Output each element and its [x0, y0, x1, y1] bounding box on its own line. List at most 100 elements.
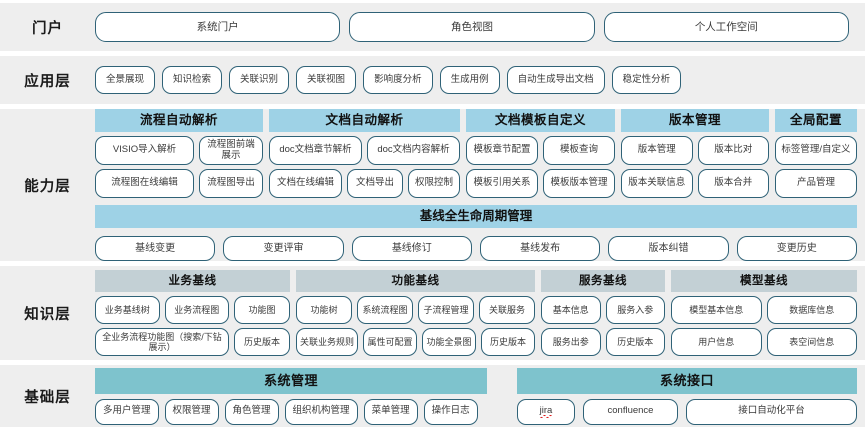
base-item-org-structure-mgmt[interactable]: 组织机构管理	[284, 398, 358, 425]
capability-item-version-relation-info[interactable]: 版本关联信息	[621, 169, 693, 198]
capability-group-2: 文档模板自定义 模板章节配置 模板查询 模板引用关系 模板版本管理	[466, 109, 615, 198]
knowledge-item-basic-info[interactable]: 基本信息	[541, 296, 601, 324]
row-capability-body: 流程自动解析 VISIO导入解析 流程图前端展示 流程图在线编辑 流程图导出 文…	[95, 109, 865, 261]
row-knowledge-label: 知识层	[24, 306, 71, 323]
knowledge-item-tablespace-info[interactable]: 表空间信息	[766, 328, 857, 356]
capability-group-0-row1: VISIO导入解析 流程图前端展示	[95, 136, 263, 165]
baseline-lifecycle-items: 基线变更 变更评审 基线修订 基线发布 版本纠错 变更历史	[95, 236, 857, 261]
capability-group-1-row2: 文档在线编辑 文档导出 权限控制	[269, 169, 460, 198]
knowledge-item-business-flow-chart[interactable]: 业务流程图	[164, 296, 229, 324]
knowledge-item-user-info[interactable]: 用户信息	[671, 328, 762, 356]
capability-item-template-version-mgmt[interactable]: 模板版本管理	[543, 169, 615, 198]
base-item-interface-automation-platform[interactable]: 接口自动化平台	[686, 398, 857, 425]
capability-item-version-compare[interactable]: 版本比对	[697, 136, 769, 165]
portal-items: 系统门户 角色视图 个人工作空间	[95, 12, 857, 42]
capability-item-version-merge[interactable]: 版本合并	[697, 169, 769, 198]
row-portal: 门户 系统门户 角色视图 个人工作空间	[0, 3, 865, 51]
capability-item-doc-content-parse[interactable]: doc文档内容解析	[367, 136, 460, 165]
base-item-menu-mgmt[interactable]: 菜单管理	[363, 398, 418, 425]
knowledge-group-0-title: 业务基线	[95, 270, 290, 292]
row-capability: 能力层 流程自动解析 VISIO导入解析 流程图前端展示 流程图在线编辑 流程图…	[0, 109, 865, 261]
application-item-4[interactable]: 影响度分析	[363, 66, 433, 94]
capability-group-2-title: 文档模板自定义	[466, 109, 615, 132]
knowledge-item-function-tree[interactable]: 功能树	[296, 296, 352, 324]
jira-label: jira	[539, 404, 553, 419]
capability-item-flow-export[interactable]: 流程图导出	[199, 169, 263, 198]
base-item-permission-mgmt[interactable]: 权限管理	[164, 398, 219, 425]
baseline-item-2[interactable]: 基线修订	[351, 236, 472, 261]
knowledge-group-1-row1: 功能树 系统流程图 子流程管理 关联服务	[296, 296, 535, 324]
knowledge-item-related-business-rule[interactable]: 关联业务规则	[296, 328, 359, 356]
knowledge-item-history-version-function[interactable]: 历史版本	[481, 328, 536, 356]
knowledge-group-3: 模型基线 模型基本信息 数据库信息 用户信息 表空间信息	[671, 270, 857, 356]
capability-item-product-mgmt[interactable]: 产品管理	[775, 169, 857, 198]
application-item-6[interactable]: 自动生成导出文档	[506, 66, 605, 94]
capability-group-0: 流程自动解析 VISIO导入解析 流程图前端展示 流程图在线编辑 流程图导出	[95, 109, 263, 198]
knowledge-group-2-row1: 基本信息 服务入参	[541, 296, 665, 324]
capability-item-template-query[interactable]: 模板查询	[543, 136, 615, 165]
knowledge-group-2-row2: 服务出参 历史版本	[541, 328, 665, 356]
capability-group-3-row1: 版本管理 版本比对	[621, 136, 769, 165]
capability-item-doc-chapter-parse[interactable]: doc文档章节解析	[269, 136, 362, 165]
capability-group-2-row2: 模板引用关系 模板版本管理	[466, 169, 615, 198]
capability-item-version-mgmt[interactable]: 版本管理	[621, 136, 693, 165]
knowledge-item-related-service[interactable]: 关联服务	[479, 296, 535, 324]
base-item-jira[interactable]: jira	[517, 398, 575, 425]
capability-item-tag-mgmt-custom[interactable]: 标签管理/自定义	[775, 136, 857, 165]
knowledge-item-model-basic-info[interactable]: 模型基本信息	[671, 296, 762, 324]
knowledge-group-1: 功能基线 功能树 系统流程图 子流程管理 关联服务 关联业务规则 属性可配置 功…	[296, 270, 536, 356]
baseline-item-0[interactable]: 基线变更	[95, 236, 216, 261]
portal-item-0[interactable]: 系统门户	[95, 12, 341, 42]
base-item-role-mgmt[interactable]: 角色管理	[224, 398, 279, 425]
application-item-2[interactable]: 关联识别	[229, 66, 290, 94]
row-application-label: 应用层	[24, 73, 71, 90]
capability-item-permission-control[interactable]: 权限控制	[408, 169, 460, 198]
knowledge-item-service-output-param[interactable]: 服务出参	[541, 328, 601, 356]
base-item-confluence[interactable]: confluence	[583, 398, 678, 425]
knowledge-group-2: 服务基线 基本信息 服务入参 服务出参 历史版本	[541, 270, 665, 356]
knowledge-item-database-info[interactable]: 数据库信息	[766, 296, 857, 324]
knowledge-item-history-version-business[interactable]: 历史版本	[234, 328, 290, 356]
knowledge-group-3-row1: 模型基本信息 数据库信息	[671, 296, 857, 324]
knowledge-item-system-flow-chart[interactable]: 系统流程图	[357, 296, 413, 324]
capability-item-doc-export[interactable]: 文档导出	[347, 169, 403, 198]
knowledge-group-2-title: 服务基线	[541, 270, 665, 292]
capability-item-doc-online-edit[interactable]: 文档在线编辑	[269, 169, 342, 198]
base-item-operation-log[interactable]: 操作日志	[423, 398, 478, 425]
capability-item-visio-import-parse[interactable]: VISIO导入解析	[95, 136, 194, 165]
base-group-1-title: 系统接口	[517, 367, 857, 394]
knowledge-item-attribute-configurable[interactable]: 属性可配置	[363, 328, 418, 356]
portal-item-1[interactable]: 角色视图	[349, 12, 595, 42]
knowledge-item-function-chart[interactable]: 功能图	[234, 296, 290, 324]
knowledge-item-subflow-mgmt[interactable]: 子流程管理	[418, 296, 474, 324]
application-item-5[interactable]: 生成用例	[439, 66, 500, 94]
knowledge-item-full-business-flow-function-chart[interactable]: 全业务流程功能图（搜索/下钻展示）	[95, 328, 229, 356]
portal-item-2[interactable]: 个人工作空间	[603, 12, 849, 42]
base-groups: 系统管理 多用户管理 权限管理 角色管理 组织机构管理 菜单管理 操作日志 系统…	[95, 367, 857, 425]
application-item-1[interactable]: 知识检索	[162, 66, 223, 94]
baseline-item-1[interactable]: 变更评审	[223, 236, 344, 261]
capability-item-flow-frontend-display[interactable]: 流程图前端展示	[199, 136, 263, 165]
knowledge-item-function-panorama[interactable]: 功能全景图	[422, 328, 477, 356]
knowledge-item-service-input-param[interactable]: 服务入参	[605, 296, 665, 324]
baseline-item-4[interactable]: 版本纠错	[608, 236, 729, 261]
baseline-item-3[interactable]: 基线发布	[479, 236, 601, 261]
row-base: 基础层 系统管理 多用户管理 权限管理 角色管理 组织机构管理 菜单管理 操作日…	[0, 365, 865, 427]
baseline-item-5[interactable]: 变更历史	[736, 236, 857, 261]
knowledge-groups: 业务基线 业务基线树 业务流程图 功能图 全业务流程功能图（搜索/下钻展示） 历…	[95, 270, 857, 356]
capability-item-template-reference[interactable]: 模板引用关系	[466, 169, 538, 198]
knowledge-group-1-title: 功能基线	[296, 270, 535, 292]
base-group-0-title: 系统管理	[95, 367, 487, 394]
capability-group-3-row2: 版本关联信息 版本合并	[621, 169, 769, 198]
capability-item-flow-online-edit[interactable]: 流程图在线编辑	[95, 169, 194, 198]
knowledge-group-0-row2: 全业务流程功能图（搜索/下钻展示） 历史版本	[95, 328, 290, 356]
capability-item-template-chapter-config[interactable]: 模板章节配置	[466, 136, 538, 165]
application-item-3[interactable]: 关联视图	[296, 66, 357, 94]
knowledge-item-history-version-service[interactable]: 历史版本	[605, 328, 665, 356]
base-item-multi-user-mgmt[interactable]: 多用户管理	[95, 398, 159, 425]
knowledge-item-business-baseline-tree[interactable]: 业务基线树	[95, 296, 160, 324]
row-knowledge-body: 业务基线 业务基线树 业务流程图 功能图 全业务流程功能图（搜索/下钻展示） 历…	[95, 270, 865, 356]
application-item-7[interactable]: 稳定性分析	[611, 66, 682, 94]
application-item-0[interactable]: 全景展现	[95, 66, 156, 94]
